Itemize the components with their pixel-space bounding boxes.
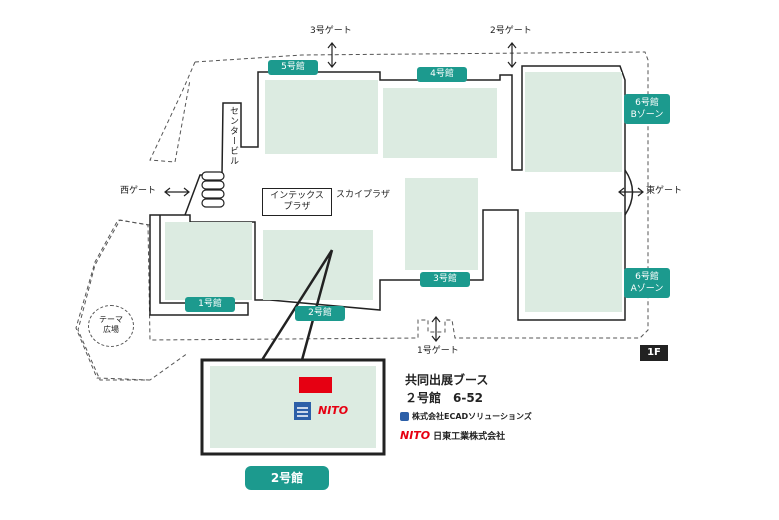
stairs (201, 171, 225, 208)
hall5-tag: 5号館 (268, 60, 318, 75)
hall-blocks (165, 72, 622, 312)
zoom-hall-area (210, 366, 376, 448)
gate3-label: 3号ゲート (310, 26, 352, 36)
dashed-west-wing (149, 61, 196, 163)
company2-name: 日東工業株式会社 (433, 432, 506, 442)
gate2-label: 2号ゲート (490, 26, 532, 36)
nito-logo-icon: NITO (400, 429, 431, 442)
hall3-area (405, 178, 478, 270)
booth-nito-logo: NITO (318, 404, 349, 417)
theme-plaza-line1: テーマ (99, 315, 123, 324)
hall6a-area (525, 212, 622, 312)
hall3-tag: 3号館 (420, 272, 470, 287)
hall6b-area (525, 72, 622, 172)
hall6b-line1: 6号館 (635, 98, 659, 108)
theme-plaza-line2: 広場 (103, 325, 119, 334)
booth-location: ２号館 6-52 (405, 391, 484, 405)
intex-plaza-line2: プラザ (283, 202, 311, 212)
booth-title: 共同出展ブース (405, 373, 489, 387)
west-gate-label: 西ゲート (120, 186, 157, 196)
hall2-button[interactable]: 2号館 (245, 466, 329, 490)
company1: 株式会社ECADソリューションズ (400, 411, 532, 422)
ecad-logo-icon (294, 402, 311, 420)
hall4-area (383, 88, 497, 158)
hall6a-tag: 6号館 Aゾーン (624, 268, 670, 298)
sky-plaza-label: スカイプラザ (336, 190, 391, 200)
hall6b-line2: Bゾーン (630, 110, 664, 120)
dashed-boundary (77, 51, 649, 381)
hall6a-line1: 6号館 (635, 272, 659, 282)
gate-arrows (164, 42, 644, 342)
east-gate-label: 東ゲート (646, 186, 683, 196)
intex-plaza-box: インテックス プラザ (262, 188, 332, 216)
intex-plaza-line1: インテックス (270, 191, 324, 201)
hall1-area (165, 222, 252, 300)
ecad-icon (400, 412, 409, 421)
floor-badge: 1F (640, 345, 668, 361)
hall6a-line2: Aゾーン (630, 284, 664, 294)
dashed-left-lobe (75, 219, 151, 381)
hall6b-tag: 6号館 Bゾーン (624, 94, 670, 124)
hall4-tag: 4号館 (417, 67, 467, 82)
center-building-label: センタービル (228, 106, 238, 166)
zoom-lines (260, 249, 334, 361)
company1-name: 株式会社ECADソリューションズ (412, 412, 532, 421)
hall2-tag: 2号館 (295, 306, 345, 321)
hall1-tag: 1号館 (185, 297, 235, 312)
booth-red-block (299, 377, 332, 393)
hall2-area (263, 230, 373, 300)
company2: NITO 日東工業株式会社 (400, 429, 505, 442)
hall5-area (265, 80, 378, 154)
theme-plaza-circle: テーマ 広場 (88, 305, 134, 347)
gate1-label: 1号ゲート (417, 346, 459, 356)
